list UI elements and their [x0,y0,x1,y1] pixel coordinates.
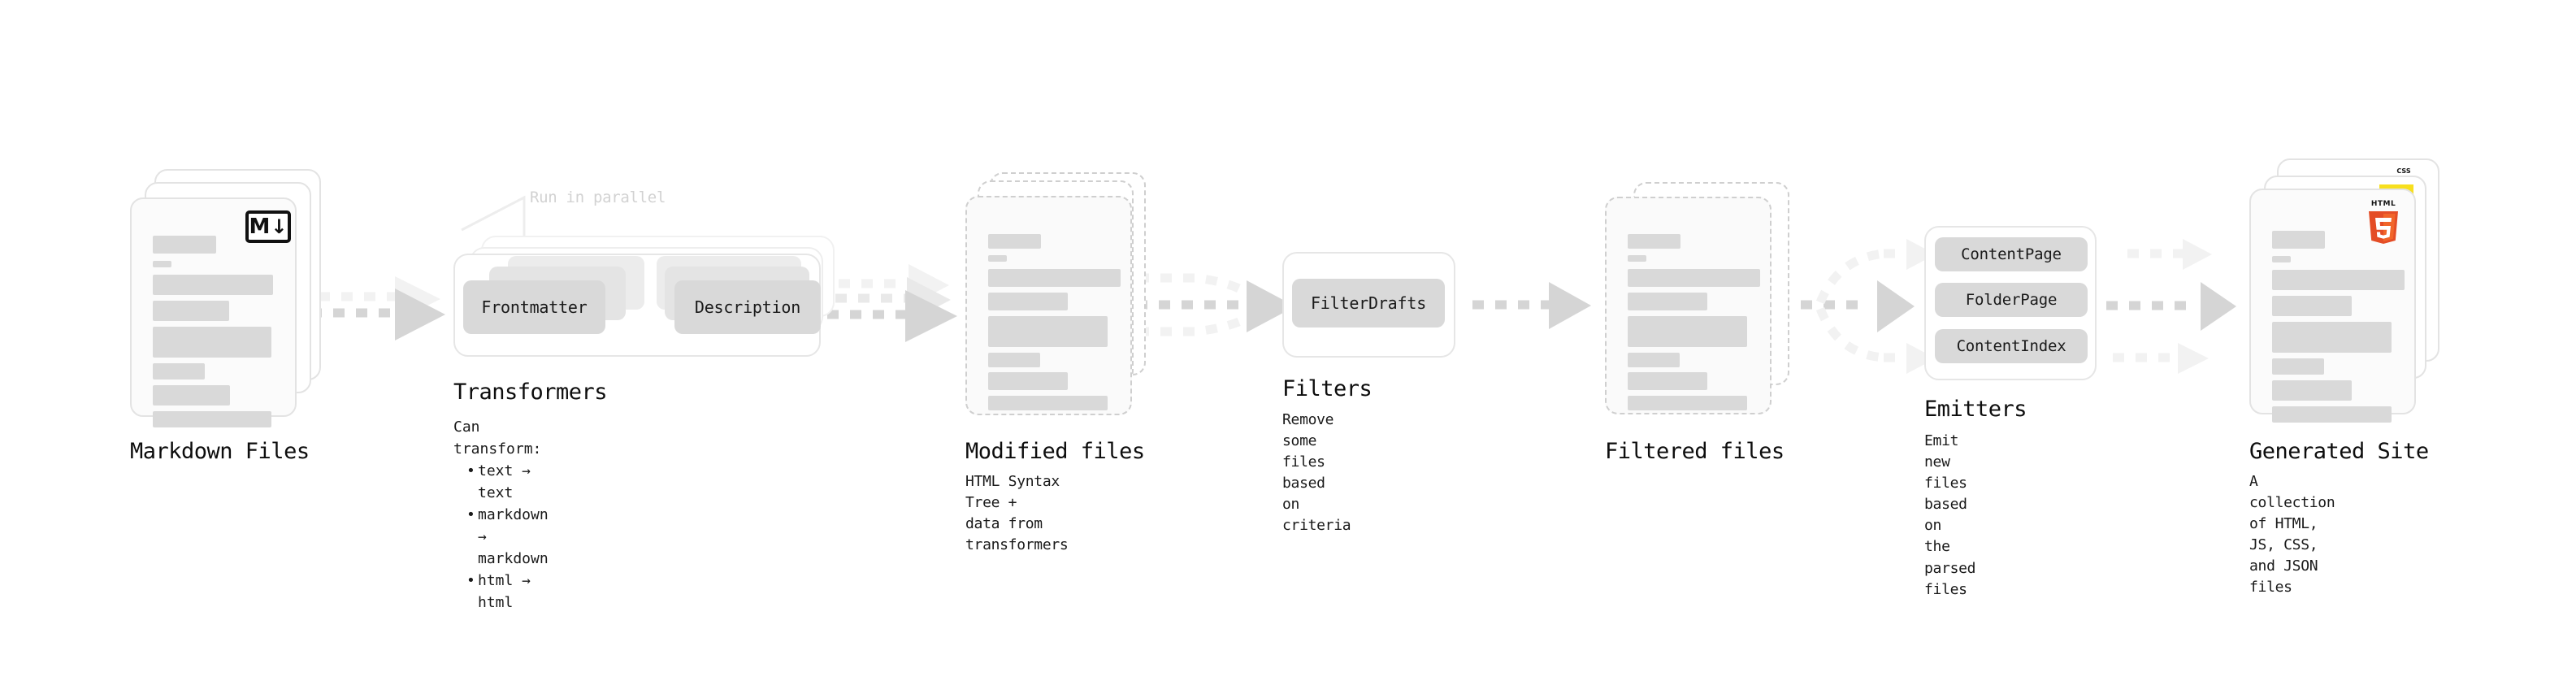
transformer-pill-frontmatter[interactable]: Frontmatter [463,280,605,334]
arrow-modified-to-filters [1136,273,1295,336]
modified-files-title: Modified files [965,439,1145,464]
markdown-badge-icon: M↓ [245,210,291,243]
css-badge-label: CSS [2396,167,2411,175]
run-in-parallel-leader [461,195,526,236]
filtered-card-front [1605,197,1772,414]
emitters-pill-contentindex[interactable]: ContentIndex [1935,329,2088,363]
transformers-caption-lead: Can transform: [453,419,542,458]
html5-badge-icon: HTML [2366,200,2401,245]
arrow-filtered-to-emitters [1778,239,1936,374]
transformers-caption: Can transform: text → text markdown → ma… [453,416,549,614]
markdown-badge-letter: M [249,215,271,239]
arrow-transformers-to-modified [827,264,957,342]
modified-files-caption: HTML Syntax Tree + data from transformer… [965,473,1069,554]
emitters-caption: Emit new files based on the parsed files [1924,432,1976,598]
arrow-emitters-to-generated [2106,239,2236,374]
transformer-pill-description[interactable]: Description [674,280,821,334]
html5-badge-label: HTML [2370,200,2396,208]
transformers-bullet-0: text → text [466,460,549,504]
filtered-files-title: Filtered files [1605,439,1785,464]
filters-caption: Remove some files based on criteria [1282,411,1351,535]
markdown-title: Markdown Files [130,439,310,464]
filters-title: Filters [1282,376,1373,401]
generated-site-title: Generated Site [2249,439,2429,464]
run-in-parallel-label: Run in parallel [530,189,666,206]
markdown-card-front: M↓ [130,197,297,427]
transformers-bullet-2: html → html [466,570,549,614]
emitters-pill-folderpage[interactable]: FolderPage [1935,283,2088,317]
emitters-title: Emitters [1924,397,2027,422]
transformers-bullet-list: text → text markdown → markdown html → h… [453,460,549,614]
transformers-title: Transformers [453,380,608,405]
generated-card-front: HTML [2249,189,2416,423]
modified-card-front [965,196,1132,415]
arrow-markdown-to-transformers [310,276,445,340]
transformers-bullet-1: markdown → markdown [466,504,549,570]
markdown-badge-arrow: ↓ [271,215,288,238]
generated-site-caption: A collection of HTML, JS, CSS, and JSON … [2249,473,2335,596]
filters-pill-filterdrafts[interactable]: FilterDrafts [1292,279,1445,327]
emitters-pill-contentpage[interactable]: ContentPage [1935,237,2088,271]
arrow-filters-to-filtered [1472,282,1591,329]
